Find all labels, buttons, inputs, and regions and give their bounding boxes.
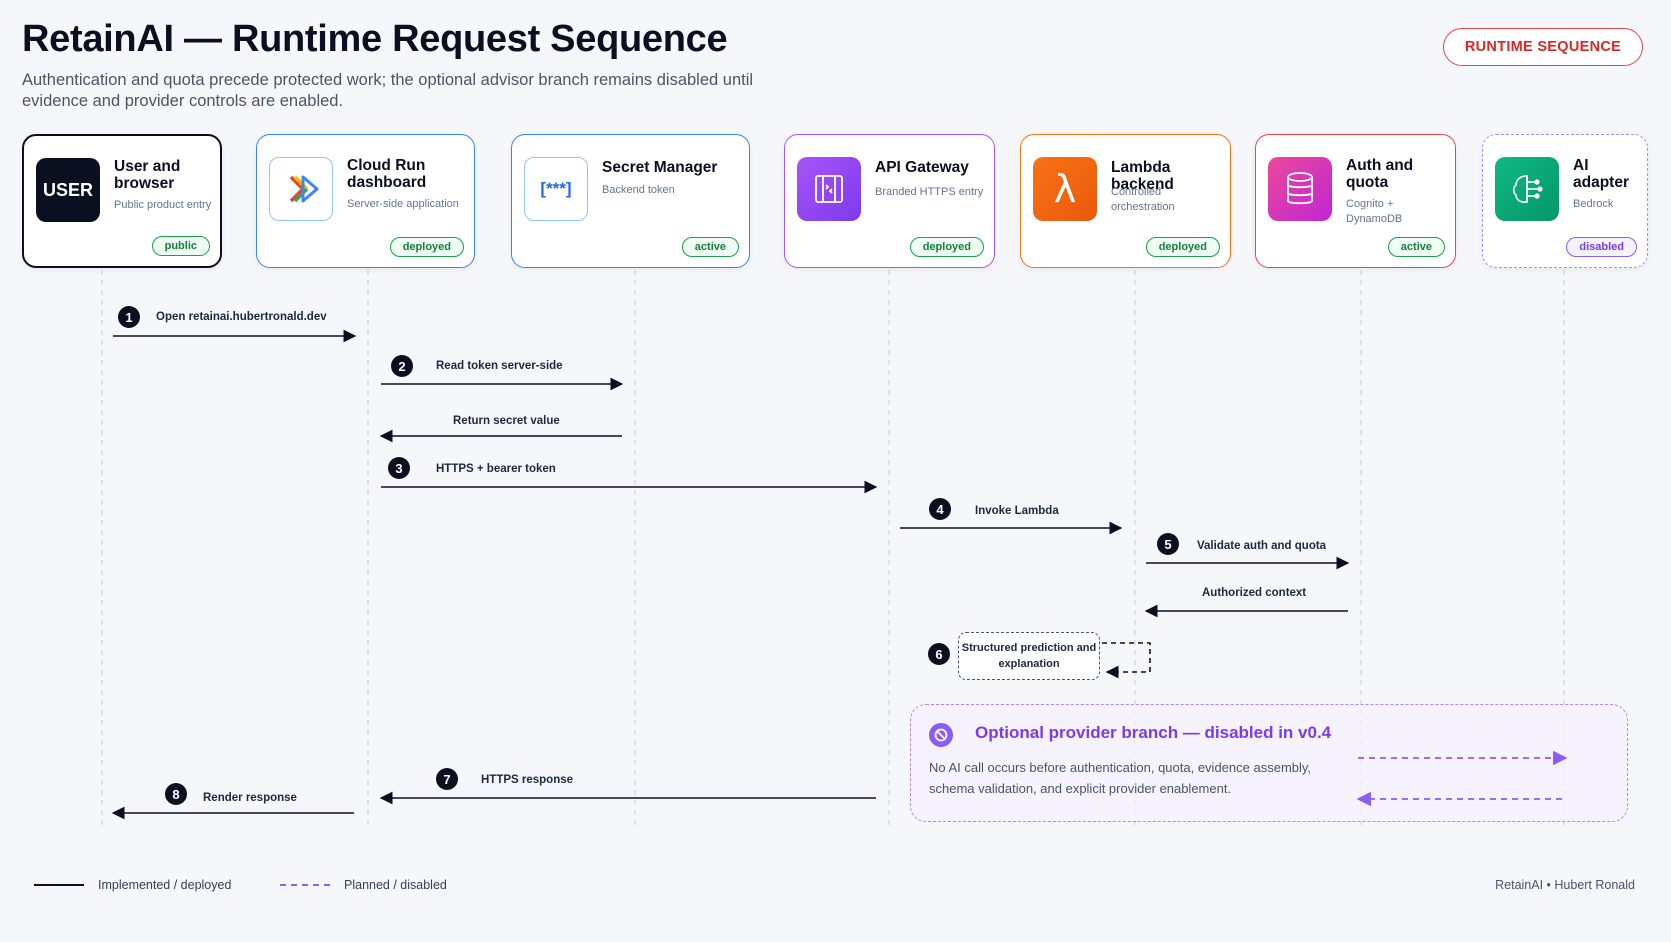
secret-manager-icon: [***] [524, 157, 588, 221]
disabled-icon [929, 723, 953, 747]
footer-credit: RetainAI • Hubert Ronald [1495, 878, 1635, 892]
participant-secret-manager[interactable]: [***] Secret Manager Backend token activ… [511, 134, 750, 268]
step-number-6: 6 [928, 643, 950, 665]
message-label-7: HTTPS response [481, 774, 574, 786]
page-subtitle: Authentication and quota precede protect… [22, 71, 754, 110]
legend-planned-label: Planned / disabled [344, 878, 447, 892]
participant-desc: Cognito + DynamoDB [1346, 198, 1403, 225]
user-icon: USER [36, 158, 100, 222]
participant-auth-quota[interactable]: Auth and quota Cognito + DynamoDB active [1255, 134, 1456, 268]
step-number-5: 5 [1157, 533, 1179, 555]
optional-branch-title: Optional provider branch — disabled in v… [975, 723, 1332, 742]
participant-api-gateway[interactable]: API Gateway Branded HTTPS entry deployed [784, 134, 995, 268]
participant-name: Secret Manager [602, 159, 718, 176]
message-label-5: Validate auth and quota [1197, 540, 1327, 552]
participant-name: Auth and quota [1346, 157, 1414, 191]
page-title: RetainAI — Runtime Request Sequence [22, 18, 728, 60]
participant-desc: Bedrock [1573, 198, 1614, 210]
message-label-2: Read token server-side [436, 360, 563, 372]
message-label-return-secret: Return secret value [453, 415, 560, 427]
participant-lambda[interactable]: λ Lambda backend Controlled orchestratio… [1020, 134, 1231, 268]
participant-desc: Backend token [602, 184, 675, 196]
participant-name: Cloud Run dashboard [347, 157, 427, 191]
step-number-7: 7 [436, 768, 458, 790]
status-badge: active [681, 237, 739, 257]
status-badge: deployed [909, 237, 984, 257]
step-number-4: 4 [929, 498, 951, 520]
step-number-3: 3 [388, 457, 410, 479]
legend-implemented-label: Implemented / deployed [98, 878, 232, 892]
participant-name: AI adapter [1573, 157, 1629, 191]
message-label-6: Structured prediction and explanation [958, 632, 1100, 680]
brain-icon [1495, 157, 1559, 221]
message-label-4: Invoke Lambda [975, 505, 1059, 517]
participant-user-browser[interactable]: USER User and browser Public product ent… [22, 134, 222, 268]
step-number-8: 8 [165, 783, 187, 805]
api-gateway-icon [797, 157, 861, 221]
participant-desc: Branded HTTPS entry [875, 186, 984, 198]
participant-desc: Public product entry [114, 199, 212, 211]
solid-line-swatch [34, 884, 84, 886]
runtime-sequence-badge: RUNTIME SEQUENCE [1443, 28, 1643, 66]
status-badge: active [1387, 237, 1445, 257]
message-label-8: Render response [203, 792, 297, 804]
database-icon [1268, 157, 1332, 221]
participant-cloud-run[interactable]: Cloud Run dashboard Server-side applicat… [256, 134, 475, 268]
participant-desc: Server-side application [347, 198, 459, 210]
cloud-run-icon [269, 157, 333, 221]
status-badge: deployed [1145, 237, 1220, 257]
participant-name: API Gateway [875, 159, 969, 176]
message-label-3: HTTPS + bearer token [436, 463, 556, 475]
status-badge: deployed [389, 237, 464, 257]
step-number-2: 2 [391, 355, 413, 377]
step-number-1: 1 [118, 306, 140, 328]
status-badge: public [151, 236, 210, 256]
lambda-icon: λ [1033, 157, 1097, 221]
dashed-line-swatch [280, 884, 330, 886]
legend-implemented: Implemented / deployed [34, 878, 231, 892]
participant-name: User and browser [114, 158, 181, 192]
message-label-1: Open retainai.hubertronald.dev [156, 311, 327, 323]
participant-name: Lambda backend [1111, 159, 1174, 193]
participant-ai-adapter[interactable]: AI adapter Bedrock disabled [1482, 134, 1648, 268]
optional-provider-branch: Optional provider branch — disabled in v… [910, 704, 1628, 822]
optional-branch-text: No AI call occurs before authentication,… [929, 760, 1312, 796]
status-badge: disabled [1566, 237, 1637, 257]
participant-desc: Controlled orchestration [1111, 186, 1175, 213]
message-label-authorized: Authorized context [1202, 587, 1307, 599]
legend-planned: Planned / disabled [280, 878, 447, 892]
